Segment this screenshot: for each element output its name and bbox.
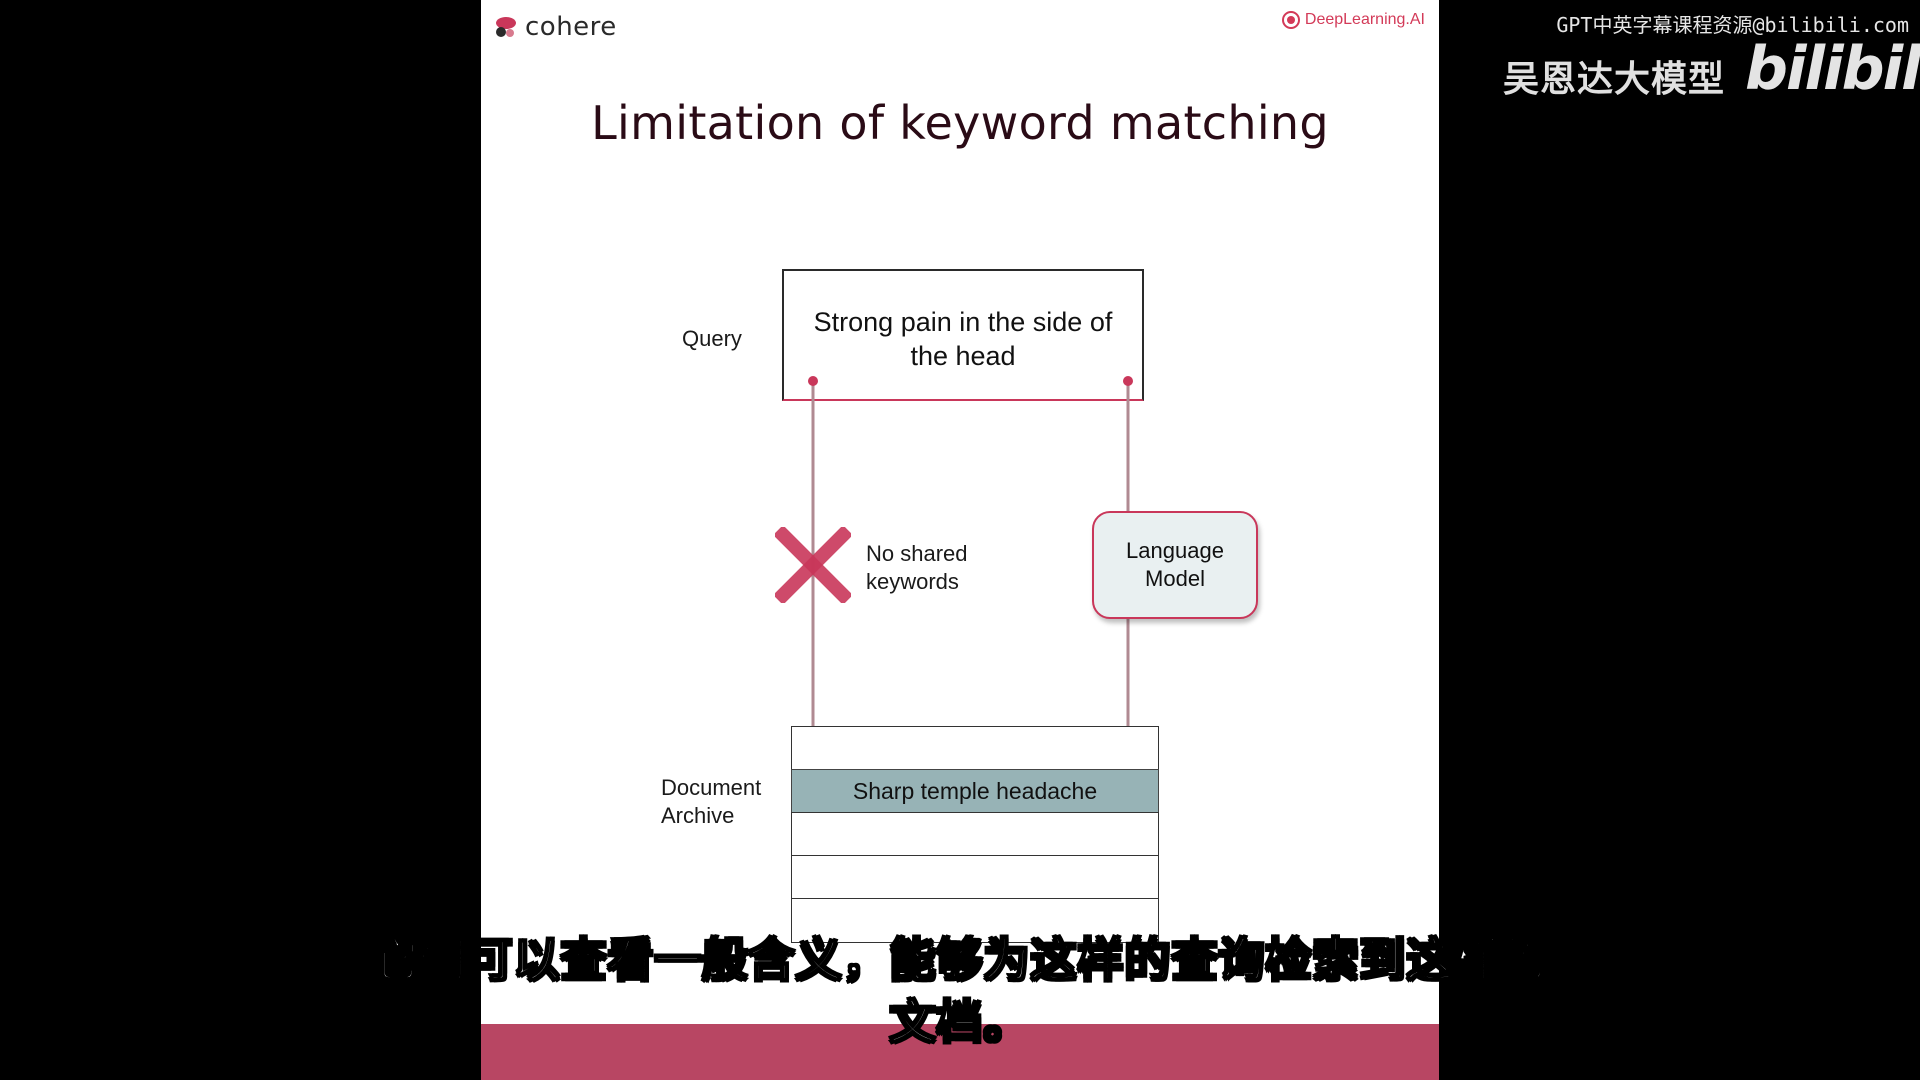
watermark-text: GPT中英字幕课程资源@bilibili.com	[1556, 13, 1909, 37]
subtitle-line-1: 它们可以查看一般含义，能够为这样的查询检索到这样的	[372, 932, 1548, 988]
query-box: Strong pain in the side of the head	[782, 269, 1144, 401]
matched-document-text: Sharp temple headache	[852, 778, 1098, 804]
x-cross-icon	[775, 527, 851, 603]
slide: cohere DeepLearning.AI Limitation of key…	[481, 0, 1439, 1080]
slide-title: Limitation of keyword matching	[591, 96, 1329, 150]
bilibili-logo: bilibili	[1745, 34, 1920, 104]
archive-row-matched: Sharp temple headache	[791, 769, 1159, 814]
archive-row	[791, 898, 1159, 943]
document-archive: Sharp temple headache	[791, 726, 1159, 1026]
language-model-label: Language Model	[1126, 538, 1224, 591]
archive-row	[791, 812, 1159, 857]
deeplearning-brand-text: DeepLearning.AI	[1304, 11, 1425, 28]
subtitle-line-2: 文档。	[889, 994, 1031, 1050]
no-shared-keywords-label: No shared keywords	[866, 541, 968, 594]
cohere-brand-text: cohere	[525, 12, 617, 42]
archive-row	[791, 855, 1159, 900]
deeplearning-logo: DeepLearning.AI	[1281, 8, 1425, 32]
bottom-band	[481, 1024, 1439, 1080]
archive-row	[791, 726, 1159, 771]
cohere-logo-icon	[496, 17, 516, 37]
watermark-brand: 吴恩达大模型	[1503, 59, 1726, 100]
document-archive-label: Document Archive	[661, 775, 762, 828]
deeplearning-logo-icon	[1281, 11, 1300, 29]
query-text: Strong pain in the side of the head	[813, 307, 1113, 371]
cohere-logo: cohere	[495, 10, 617, 44]
query-label: Query	[682, 326, 742, 351]
language-model-box: Language Model	[1092, 511, 1258, 619]
